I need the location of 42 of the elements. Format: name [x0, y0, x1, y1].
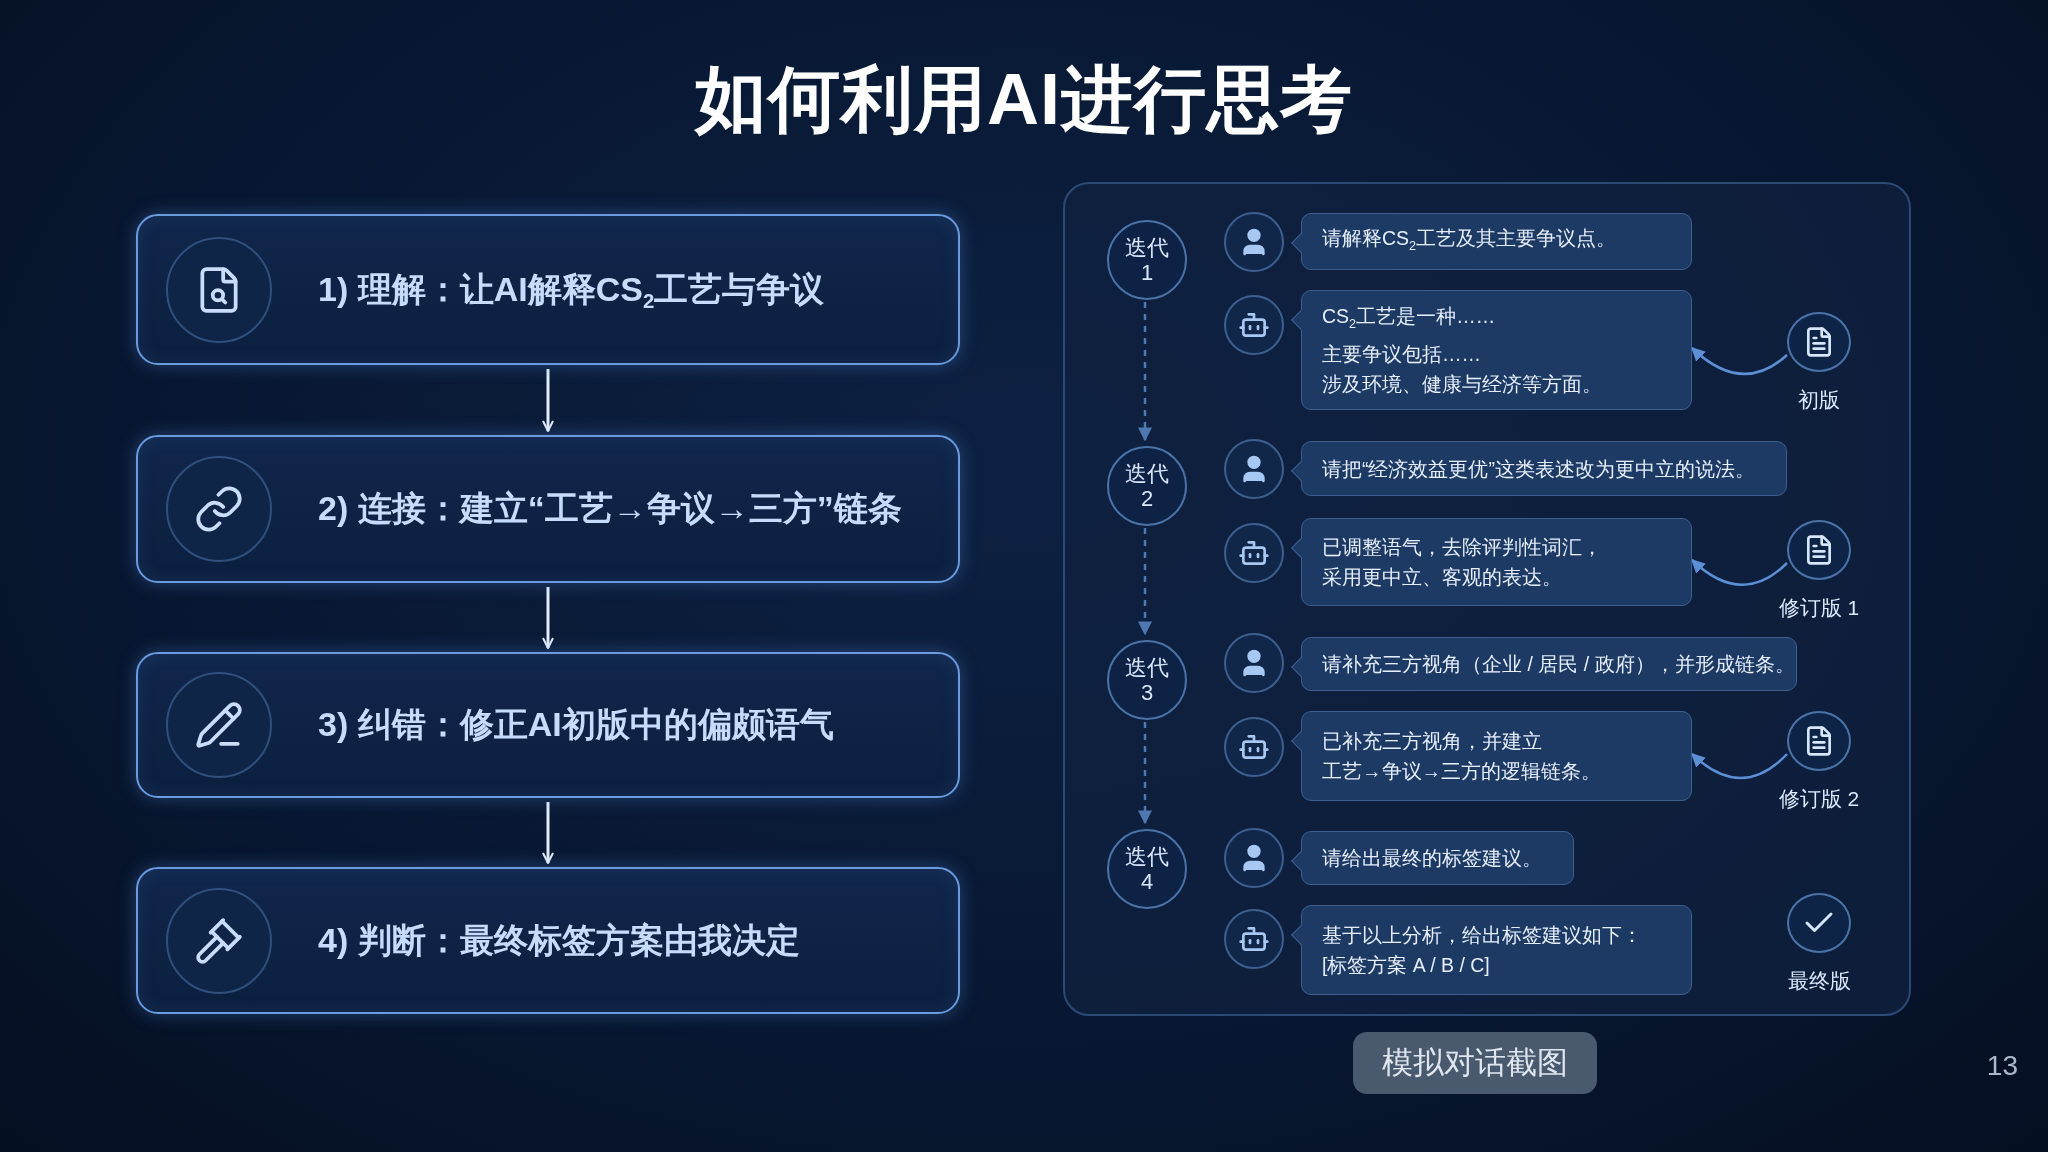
- arrow: [1690, 347, 1788, 375]
- arrow: [542, 587, 554, 649]
- step-box: [136, 867, 960, 1014]
- iteration-label: 迭代 2: [1124, 460, 1170, 512]
- iteration-label: 迭代 3: [1124, 654, 1170, 706]
- message-text: 基于以上分析，给出标签建议如下：: [1322, 923, 1642, 948]
- caption-label: 模拟对话截图: [1353, 1032, 1597, 1094]
- message-text: 主要争议包括……: [1322, 341, 1481, 367]
- arrow: [1138, 302, 1152, 442]
- title: 如何利用AI进行思考: [695, 58, 1353, 141]
- step-box: [136, 214, 960, 365]
- iteration-label: 迭代 4: [1124, 843, 1170, 895]
- arrow: [542, 802, 554, 864]
- message-text: CS$_{2}$工艺是一种……: [1322, 304, 1496, 333]
- message-text: 请把“经济效益更优”这类表述改为更中立的说法。: [1322, 456, 1755, 482]
- message-text: 请给出最终的标签建议。: [1322, 846, 1542, 871]
- chat-panel: [1063, 182, 1911, 1016]
- message-text: [标签方案 A / B / C]: [1322, 953, 1490, 978]
- version-label: 修订版 2: [1778, 786, 1860, 812]
- message-text: 请解释CS$_{2}$工艺及其主要争议点。: [1322, 225, 1617, 255]
- message-text: 已补充三方视角，并建立: [1322, 729, 1542, 754]
- page-number: 13: [1986, 1050, 2018, 1082]
- arrow: [1690, 559, 1788, 586]
- arrow: [1690, 753, 1788, 780]
- version-label: 最终版: [1787, 968, 1851, 994]
- arrow: [1138, 528, 1152, 636]
- message-text: 工艺→争议→三方的逻辑链条。: [1322, 759, 1601, 784]
- step-text: 2) 连接：建立“工艺→争议→三方”链条: [318, 488, 902, 529]
- step-box: [136, 652, 960, 798]
- step-box: [136, 435, 960, 583]
- step-text: 3) 纠错：修正AI初版中的偏颇语气: [318, 704, 834, 745]
- iteration-label: 迭代 1: [1124, 234, 1170, 286]
- step-text: 4) 判断：最终标签方案由我决定: [318, 919, 800, 961]
- step-text: 1) 理解：让AI解释CS$_{2}$工艺与争议: [318, 268, 825, 313]
- message-text: 采用更中立、客观的表达。: [1322, 565, 1562, 590]
- version-label: 修订版 1: [1778, 595, 1860, 621]
- version-label: 初版: [1798, 387, 1840, 413]
- message-text: 请补充三方视角（企业 / 居民 / 政府），并形成链条。: [1322, 652, 1795, 677]
- arrow: [542, 369, 554, 432]
- arrow: [1138, 722, 1152, 825]
- message-text: 已调整语气，去除评判性词汇，: [1322, 535, 1602, 560]
- message-text: 涉及环境、健康与经济等方面。: [1322, 371, 1602, 397]
